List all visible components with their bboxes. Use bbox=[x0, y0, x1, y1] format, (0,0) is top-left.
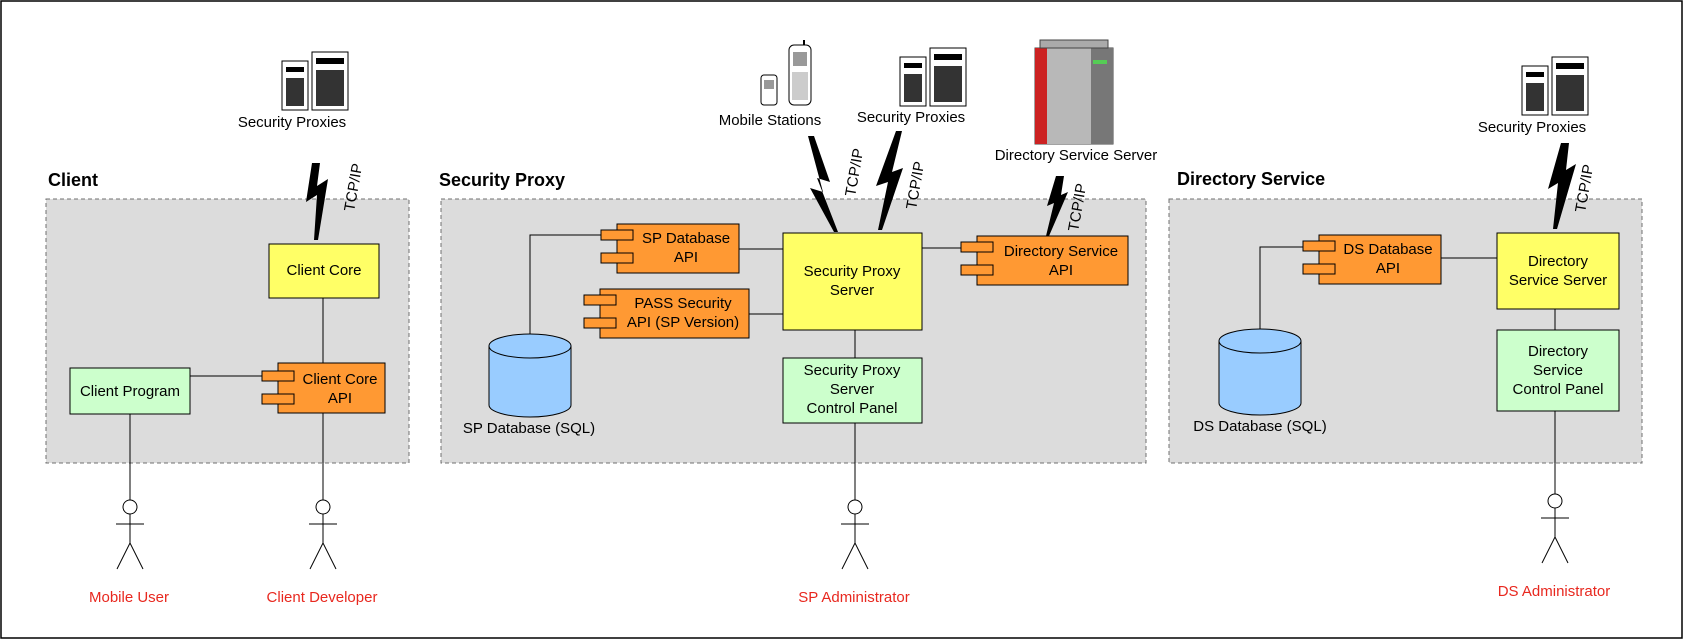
client-program-label: Client Program bbox=[80, 383, 180, 400]
security-proxy-package-title: Security Proxy bbox=[439, 170, 565, 190]
mobile-user-actor[interactable]: Mobile User bbox=[89, 499, 169, 606]
client-package bbox=[45, 198, 410, 464]
ds-panel-line1: Directory bbox=[1528, 343, 1589, 360]
client-core-api-line2: API bbox=[328, 390, 352, 407]
stick-figure-icon bbox=[1541, 493, 1569, 564]
mobile-stations-label: Mobile Stations bbox=[719, 112, 822, 129]
mainframe-server-icon bbox=[1034, 39, 1114, 145]
sp-panel-line2: Server bbox=[830, 381, 874, 398]
ds-db-api-line1: DS Database bbox=[1343, 241, 1432, 258]
lightning-bolt-icon bbox=[808, 136, 838, 232]
mobile-phone-icon bbox=[760, 40, 812, 106]
component-port-icon bbox=[1302, 240, 1336, 252]
directory-service-server-box[interactable]: Directory Service Server bbox=[1496, 232, 1620, 310]
stick-figure-icon bbox=[116, 499, 144, 570]
ds-server-line2: Service Server bbox=[1509, 272, 1607, 289]
client-core-label: Client Core bbox=[286, 262, 361, 279]
directory-service-api-component[interactable]: Directory Service API bbox=[960, 235, 1129, 286]
component-port-icon bbox=[960, 241, 994, 253]
ds-api-line1: Directory Service bbox=[1004, 243, 1118, 260]
sp-database-cylinder[interactable]: SP Database (SQL) bbox=[463, 333, 595, 437]
server-tower-icon bbox=[281, 51, 349, 111]
component-port-icon bbox=[261, 370, 295, 382]
component-port-icon bbox=[600, 229, 634, 241]
spdb-db-line bbox=[529, 234, 601, 346]
sp-db-api-line2: API bbox=[674, 249, 698, 266]
pass-security-api-component[interactable]: PASS Security API (SP Version) bbox=[583, 288, 750, 339]
sp-security-proxies-label: Security Proxies bbox=[857, 109, 965, 126]
lightning-bolt-icon bbox=[306, 163, 328, 240]
ds-database-api-component[interactable]: DS Database API bbox=[1302, 234, 1442, 285]
component-port-icon bbox=[261, 393, 295, 405]
directory-service-server-label: Directory Service Server bbox=[995, 147, 1158, 164]
sp-db-api-line1: SP Database bbox=[642, 230, 730, 247]
ds-database-label: DS Database (SQL) bbox=[1193, 418, 1326, 435]
lightning-bolt-icon bbox=[1046, 176, 1068, 236]
client-core-api-line1: Client Core bbox=[302, 371, 377, 388]
pass-api-line1: PASS Security bbox=[634, 295, 732, 312]
sp-server-line2: Server bbox=[830, 282, 874, 299]
sp-database-api-component[interactable]: SP Database API bbox=[600, 223, 740, 274]
client-package-title: Client bbox=[48, 170, 98, 190]
sp-panel-line1: Security Proxy bbox=[804, 362, 901, 379]
component-port-icon bbox=[583, 294, 617, 306]
component-port-icon bbox=[1302, 263, 1336, 275]
client-core-box[interactable]: Client Core bbox=[268, 243, 380, 299]
component-port-icon bbox=[960, 264, 994, 276]
pass-api-line2: API (SP Version) bbox=[627, 314, 739, 331]
component-port-icon bbox=[600, 252, 634, 264]
client-developer-actor[interactable]: Client Developer bbox=[267, 499, 378, 606]
stick-figure-icon bbox=[309, 499, 337, 570]
dsdb-db-line bbox=[1259, 246, 1319, 341]
ds-administrator-actor[interactable]: DS Administrator bbox=[1498, 493, 1611, 600]
lightning-bolt-icon bbox=[876, 131, 903, 230]
client-security-proxies-label: Security Proxies bbox=[238, 114, 346, 131]
ds-server-line1: Directory bbox=[1528, 253, 1589, 270]
sp-panel-line3: Control Panel bbox=[807, 400, 898, 417]
ds-db-api-line2: API bbox=[1376, 260, 1400, 277]
sp-control-panel-box[interactable]: Security Proxy Server Control Panel bbox=[782, 357, 923, 424]
security-proxy-server-box[interactable]: Security Proxy Server bbox=[782, 232, 923, 331]
sp-administrator-actor[interactable]: SP Administrator bbox=[798, 499, 910, 606]
sp-server-line1: Security Proxy bbox=[804, 263, 901, 280]
ds-api-line2: API bbox=[1049, 262, 1073, 279]
client-core-api-component[interactable]: Client Core API bbox=[261, 362, 386, 414]
server-tower-icon bbox=[899, 47, 967, 107]
client-developer-label: Client Developer bbox=[267, 589, 378, 606]
ds-panel-line3: Control Panel bbox=[1513, 381, 1604, 398]
stick-figure-icon bbox=[841, 499, 869, 570]
sp-administrator-label: SP Administrator bbox=[798, 589, 909, 606]
sp-database-label: SP Database (SQL) bbox=[463, 420, 595, 437]
server-tower-icon bbox=[1521, 56, 1589, 116]
ds-control-panel-box[interactable]: Directory Service Control Panel bbox=[1496, 329, 1620, 412]
ds-database-cylinder[interactable]: DS Database (SQL) bbox=[1193, 328, 1327, 435]
component-port-icon bbox=[583, 317, 617, 329]
ds-security-proxies-label: Security Proxies bbox=[1478, 119, 1586, 136]
ds-administrator-label: DS Administrator bbox=[1498, 583, 1611, 600]
mobile-user-label: Mobile User bbox=[89, 589, 169, 606]
lightning-bolt-icon bbox=[1548, 143, 1576, 229]
ds-panel-line2: Service bbox=[1533, 362, 1583, 379]
client-program-box[interactable]: Client Program bbox=[69, 367, 191, 415]
directory-service-package-title: Directory Service bbox=[1177, 169, 1325, 189]
